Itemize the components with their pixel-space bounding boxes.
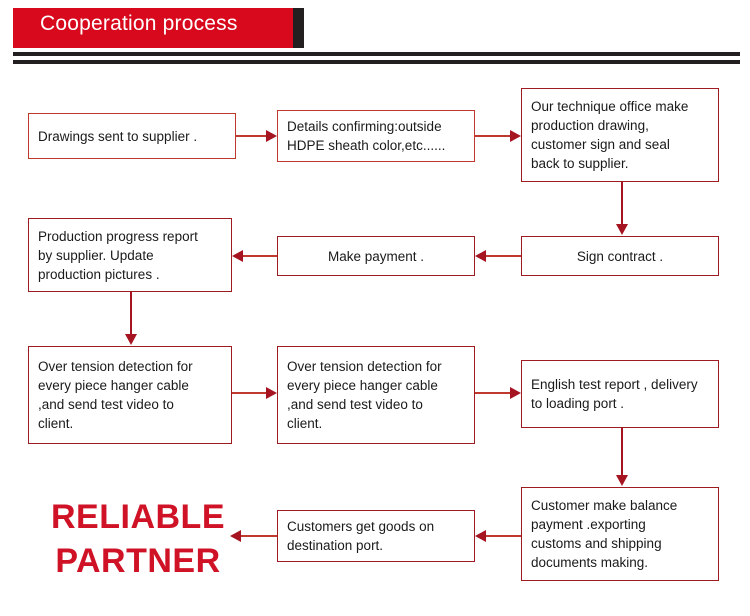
flow-box-english-test-report[interactable]: English test report , delivery to loadin… [521, 360, 719, 428]
flow-box-technique-office[interactable]: Our technique office make production dra… [521, 88, 719, 182]
arrow-right-icon [266, 387, 277, 399]
connector-balance-payment-to-customers [485, 535, 521, 537]
arrow-down-icon [616, 224, 628, 235]
arrow-left-icon [475, 530, 486, 542]
flow-box-label: Over tension detection for every piece h… [287, 359, 442, 431]
arrow-left-icon [230, 530, 241, 542]
arrow-left-icon [475, 250, 486, 262]
flow-box-over-tension-2[interactable]: Over tension detection for every piece h… [277, 346, 475, 444]
flow-box-balance-payment[interactable]: Customer make balance payment .exporting… [521, 487, 719, 581]
connector-progress-to-tension [130, 292, 132, 337]
connector-tension2-to-test-report [475, 392, 511, 394]
flow-box-make-payment[interactable]: Make payment . [277, 236, 475, 276]
flow-box-over-tension-1[interactable]: Over tension detection for every piece h… [28, 346, 232, 444]
flow-box-label: Over tension detection for every piece h… [38, 359, 193, 431]
arrow-right-icon [510, 130, 521, 142]
flow-box-label: Make payment . [327, 248, 425, 264]
flow-box-label: Production progress report by supplier. … [38, 228, 198, 282]
connector-technique-to-sign-contract [621, 182, 623, 227]
connector-customers-to-slogan [240, 535, 277, 537]
header-endcap-block [293, 8, 304, 48]
flow-box-label: Details confirming:outside HDPE sheath c… [287, 119, 446, 153]
flow-box-customers-get-goods[interactable]: Customers get goods on destination port. [277, 510, 475, 562]
connector-payment-to-progress [242, 255, 277, 257]
flow-box-label: Customer make balance payment .exporting… [531, 498, 678, 570]
arrow-right-icon [510, 387, 521, 399]
connector-test-report-to-balance-payment [621, 428, 623, 478]
slogan-line-1: RELIABLE [51, 498, 225, 536]
header-divider-bottom [13, 60, 740, 64]
flow-box-production-progress[interactable]: Production progress report by supplier. … [28, 218, 232, 292]
flow-box-label: Customers get goods on destination port. [287, 519, 435, 553]
page-title: Cooperation process [40, 12, 238, 35]
flow-box-drawings-sent[interactable]: Drawings sent to supplier . [28, 113, 236, 159]
flow-box-label: English test report , delivery to loadin… [531, 377, 698, 411]
header-banner [13, 8, 293, 48]
arrow-right-icon [266, 130, 277, 142]
flow-box-details-confirming[interactable]: Details confirming:outside HDPE sheath c… [277, 110, 475, 162]
connector-drawings-to-details [236, 135, 267, 137]
connector-tension1-to-tension2 [232, 392, 267, 394]
slogan: RELIABLE PARTNER [48, 495, 228, 583]
arrow-down-icon [125, 334, 137, 345]
slogan-line-2: PARTNER [55, 542, 221, 580]
header-divider-top [13, 52, 740, 56]
flow-box-label: Sign contract . [576, 248, 664, 264]
flow-box-label: Our technique office make production dra… [531, 99, 689, 171]
connector-sign-contract-to-payment [485, 255, 521, 257]
arrow-left-icon [232, 250, 243, 262]
connector-details-to-technique [475, 135, 511, 137]
arrow-down-icon [616, 475, 628, 486]
flow-box-label: Drawings sent to supplier . [38, 128, 198, 144]
flow-box-sign-contract[interactable]: Sign contract . [521, 236, 719, 276]
